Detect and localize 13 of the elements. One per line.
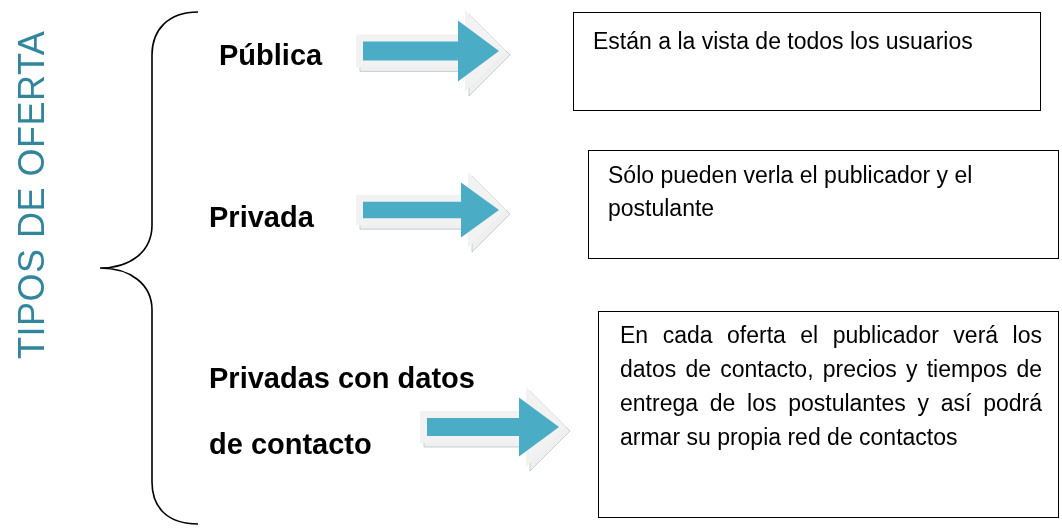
block-arrow [356, 10, 511, 97]
category-label: Pública [219, 38, 324, 73]
category-label: Privadas con datos de contacto [209, 361, 476, 462]
block-arrow [356, 172, 511, 253]
text-box [588, 150, 1059, 259]
description-text: En cada oferta el publicador verá los datos de contacto, precios y tiempos de entrega de los postulantes y así podrá armar su propia red de contactos [620, 321, 1042, 452]
block-arrow [420, 387, 571, 472]
text-box [598, 311, 1059, 518]
category-label: Privada [209, 200, 315, 235]
description-text: Están a la vista de todos los usuarios [593, 27, 974, 56]
text-box [573, 12, 1041, 111]
description-text: Sólo pueden verla el publicador y el postulante [608, 161, 974, 223]
vertical-title: TIPOS DE OFERTA [12, 30, 52, 360]
